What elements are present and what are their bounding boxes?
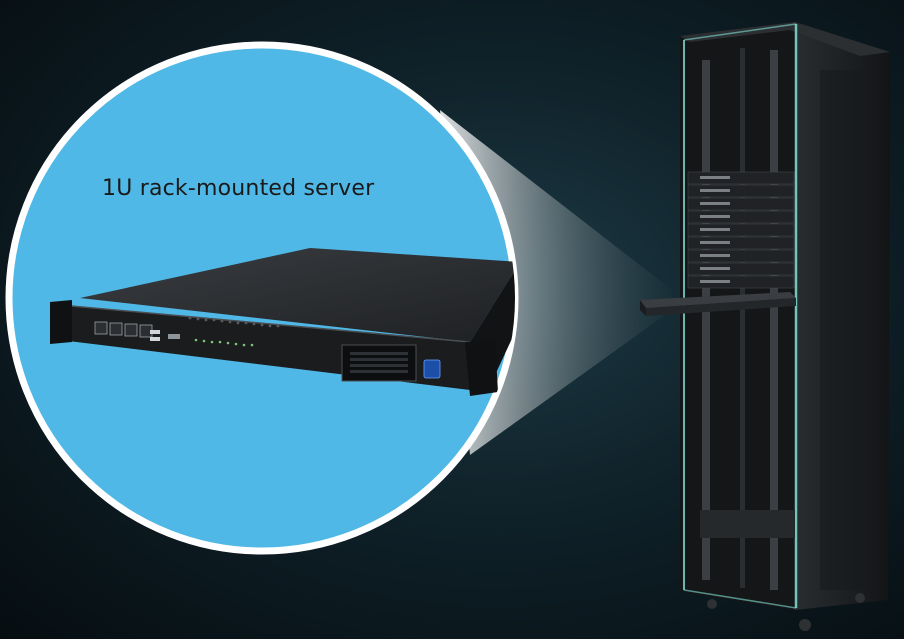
- rack-cabinet: [640, 22, 890, 631]
- rack-server-stack: [687, 171, 795, 289]
- drive-bay: [341, 344, 417, 382]
- power-button-icon: [423, 359, 441, 379]
- server-caption: 1U rack-mounted server: [102, 176, 375, 201]
- status-led-row: [194, 338, 254, 347]
- ethernet-port-group: [94, 321, 153, 338]
- server-chassis: [50, 248, 515, 396]
- rack-pulled-server: [640, 292, 796, 308]
- usb-port-group: [150, 330, 180, 341]
